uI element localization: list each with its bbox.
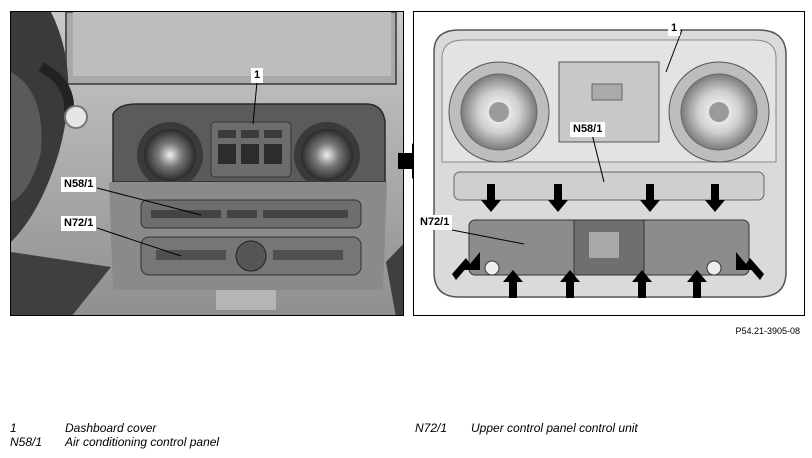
callout-ac-panel-right: N58/1	[570, 122, 606, 137]
callout-dashboard-cover-right: 1	[668, 21, 681, 36]
legend-item: 1 Dashboard cover	[10, 421, 400, 435]
legend-text: Dashboard cover	[65, 421, 157, 435]
dashboard-photo	[11, 12, 403, 315]
legend-key: N72/1	[415, 421, 448, 435]
callout-ac-panel: N58/1	[61, 177, 97, 192]
legend-text: Air conditioning control panel	[65, 435, 220, 449]
figure-reference: P54.21-3905-08	[735, 326, 800, 336]
removed-cover-panel: 1 N58/1 N72/1	[413, 11, 805, 316]
legend-item: N72/1 Upper control panel control unit	[415, 421, 805, 435]
dashboard-photo-panel: 1 N58/1 N72/1	[10, 11, 404, 316]
legend-key: N58/1	[10, 435, 43, 449]
legend-item: N58/1 Air conditioning control panel	[10, 435, 400, 449]
legend-text: Upper control panel control unit	[471, 421, 638, 435]
callout-upper-unit-left: N72/1	[61, 216, 97, 231]
removed-cover-illustration	[414, 12, 804, 315]
callout-upper-unit-right: N72/1	[417, 215, 453, 230]
callout-dashboard-cover-left: 1	[251, 68, 264, 83]
legend-key: 1	[10, 421, 17, 435]
